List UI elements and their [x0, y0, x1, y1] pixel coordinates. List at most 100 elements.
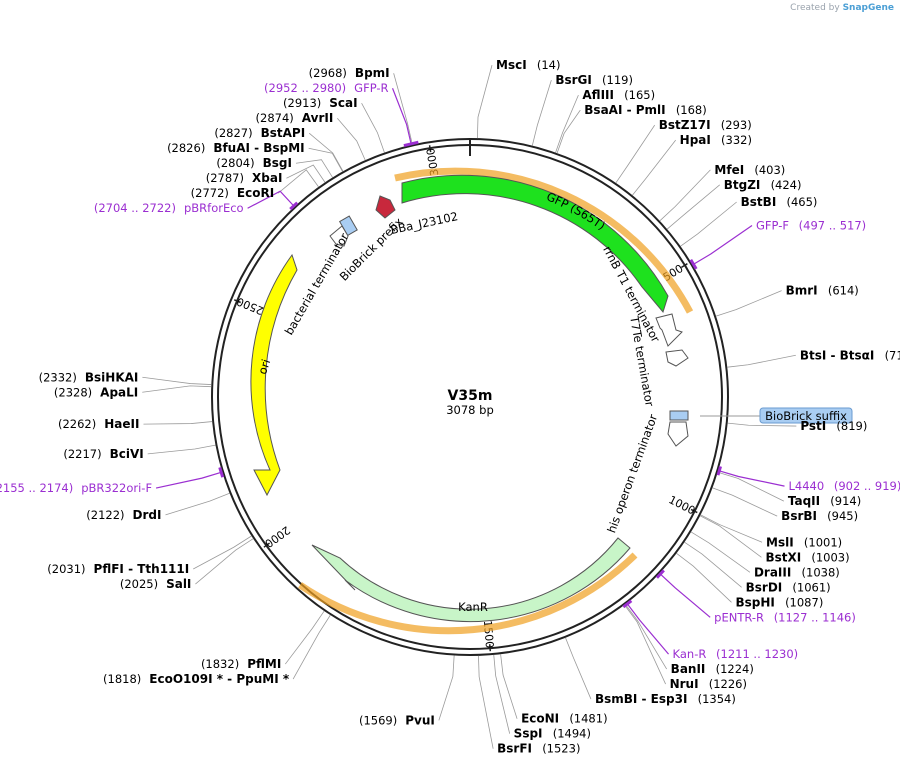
site-name: SalI [166, 577, 191, 591]
site-avrii[interactable]: (2874)AvrII [256, 111, 334, 125]
site-callout [195, 538, 254, 585]
t7te-terminator-arrow[interactable] [665, 349, 689, 367]
site-callout [680, 201, 737, 247]
site-ecori[interactable]: (2772)EcoRI [191, 186, 275, 200]
site-callout [165, 492, 230, 516]
primer-pentr-r[interactable]: pENTR-R (1127 .. 1146) [714, 610, 856, 624]
gfp-feature-arrow[interactable] [401, 174, 669, 314]
primer-name: pBRforEco [184, 201, 244, 215]
kanr-feature-arrow[interactable] [311, 537, 631, 622]
site-name: EcoO109I * - PpuMI * [149, 672, 290, 686]
rrnb-terminator-arrow[interactable] [655, 313, 683, 347]
site-scai[interactable]: (2913)ScaI [283, 96, 358, 110]
site-mfei[interactable]: MfeI (403) [714, 163, 785, 177]
ori-feature-arrow[interactable] [250, 253, 298, 497]
site-bsrfi[interactable]: BsrFI (1523) [497, 742, 580, 756]
site-bsrdi[interactable]: BsrDI (1061) [746, 580, 831, 594]
site-bstbi[interactable]: BstBI (465) [741, 195, 818, 209]
site-callout [477, 65, 493, 139]
biobrick-suffix-box[interactable] [669, 410, 689, 421]
site-callout [624, 604, 666, 685]
site-msli[interactable]: MslI (1001) [766, 535, 842, 549]
biobrick-suffix-tag[interactable] [759, 407, 853, 424]
primer-pbrforeco[interactable]: (2704 .. 2722)pBRforEco [94, 201, 244, 215]
site-pvui[interactable]: (1569)PvuI [359, 713, 435, 727]
site-name: BmrI [786, 284, 822, 298]
site-name: AflIII [582, 88, 618, 102]
site-position: (1087) [785, 595, 823, 609]
primer-range: (2952 .. 2980) [264, 81, 346, 95]
site-pflmi[interactable]: (1832) PflMI [201, 657, 281, 671]
primer-gfp-f[interactable]: GFP-F (497 .. 517) [756, 219, 866, 233]
site-afliii[interactable]: AflIII (165) [582, 88, 655, 102]
site-banii[interactable]: BanII (1224) [671, 662, 754, 676]
site-name: ScaI [329, 96, 357, 110]
primer-name: GFP-F [756, 219, 793, 233]
site-bcivi[interactable]: (2217)BciVI [63, 447, 143, 461]
site-callout [676, 553, 732, 603]
site-bsgi[interactable]: (2804)BsgI [216, 156, 292, 170]
bacterial-terminator-arrow[interactable] [329, 225, 349, 247]
site-bsaai-pmli[interactable]: BsaAI - PmlI (168) [584, 103, 706, 117]
site-position: (2874) [256, 111, 294, 125]
site-name: TaqII [788, 494, 824, 508]
site-bsrgi[interactable]: BsrGI (119) [555, 73, 633, 87]
bacterial-terminator-label: bacterial terminator [282, 230, 352, 337]
site-hpai[interactable]: HpaI (332) [680, 133, 752, 147]
site-sspi[interactable]: SspI (1494) [514, 727, 591, 741]
site-callout [684, 541, 742, 588]
site-bstapi[interactable]: (2827)BstAPI [214, 126, 305, 140]
site-position: (2772) [191, 186, 229, 200]
site-callout [478, 655, 494, 749]
site-position: (14) [537, 58, 561, 72]
site-taqii[interactable]: TaqII (914) [788, 494, 861, 508]
his-terminator-arrow[interactable] [667, 421, 689, 447]
site-apali[interactable]: (2328)ApaLI [54, 385, 138, 399]
site-bmri[interactable]: BmrI (614) [786, 284, 859, 298]
site-callout [666, 184, 721, 230]
site-name: MslI [766, 535, 798, 549]
tick-mark [681, 263, 688, 268]
site-btsi-bts-i[interactable]: BtsI - BtsαI (713) [800, 348, 900, 362]
site-drdi[interactable]: (2122)DrdI [86, 508, 161, 522]
primer-pbr322ori-f[interactable]: (2155 .. 2174)pBR322ori-F [0, 481, 152, 495]
site-bsihkai[interactable]: (2332)BsiHKAI [39, 370, 139, 384]
primer-l4440[interactable]: L4440 (902 .. 919) [789, 479, 900, 493]
site-bpmi[interactable]: (2968)BpmI [309, 66, 390, 80]
site-bsmbi-esp3i[interactable]: BsmBI - Esp3I (1354) [595, 692, 736, 706]
kanr-label: KanR [458, 600, 488, 614]
site-pflfi-tth111i[interactable]: (2031)PflFI - Tth111I [47, 562, 189, 576]
primer-range: (497 .. 517) [799, 219, 867, 233]
site-position: (1818) [103, 672, 141, 686]
site-xbai[interactable]: (2787)XbaI [206, 171, 283, 185]
bba-j23102-arrow[interactable] [375, 195, 396, 219]
site-bsphi[interactable]: BspHI (1087) [735, 595, 823, 609]
site-bfuai-bspmi[interactable]: (2826)BfuAI - BspMI [167, 141, 305, 155]
site-ecoo109i-ppumi[interactable]: (1818) EcoO109I * - PpuMI * [103, 672, 290, 686]
site-callout [438, 655, 455, 721]
site-callout [690, 531, 751, 573]
site-bstxi[interactable]: BstXI (1003) [765, 550, 849, 564]
site-position: (1832) [201, 657, 239, 671]
site-name: BtgZI [724, 178, 765, 192]
primer-callout [718, 469, 785, 487]
site-sali[interactable]: (2025)SalI [120, 577, 192, 591]
primer-binding-mark [716, 466, 722, 476]
site-bstz17i[interactable]: BstZ17I (293) [659, 118, 752, 132]
site-position: (914) [830, 494, 861, 508]
primer-kan-r[interactable]: Kan-R (1211 .. 1230) [673, 647, 799, 661]
site-haeii[interactable]: (2262)HaeII [58, 417, 139, 431]
primer-gfp-r[interactable]: (2952 .. 2980)GFP-R [264, 81, 389, 95]
site-name: PflMI [247, 657, 281, 671]
site-bsrbi[interactable]: BsrBI (945) [781, 509, 858, 523]
site-position: (2031) [47, 562, 85, 576]
site-position: (1354) [698, 692, 736, 706]
site-name: BsiHKAI [85, 370, 139, 384]
site-btgzi[interactable]: BtgZI (424) [724, 178, 802, 192]
site-draiii[interactable]: DraIII (1038) [754, 565, 840, 579]
site-nrui[interactable]: NruI (1226) [670, 677, 747, 691]
site-msci[interactable]: MscI (14) [496, 58, 560, 72]
site-psti[interactable]: PstI (819) [800, 419, 867, 433]
site-econi[interactable]: EcoNI (1481) [521, 712, 608, 726]
